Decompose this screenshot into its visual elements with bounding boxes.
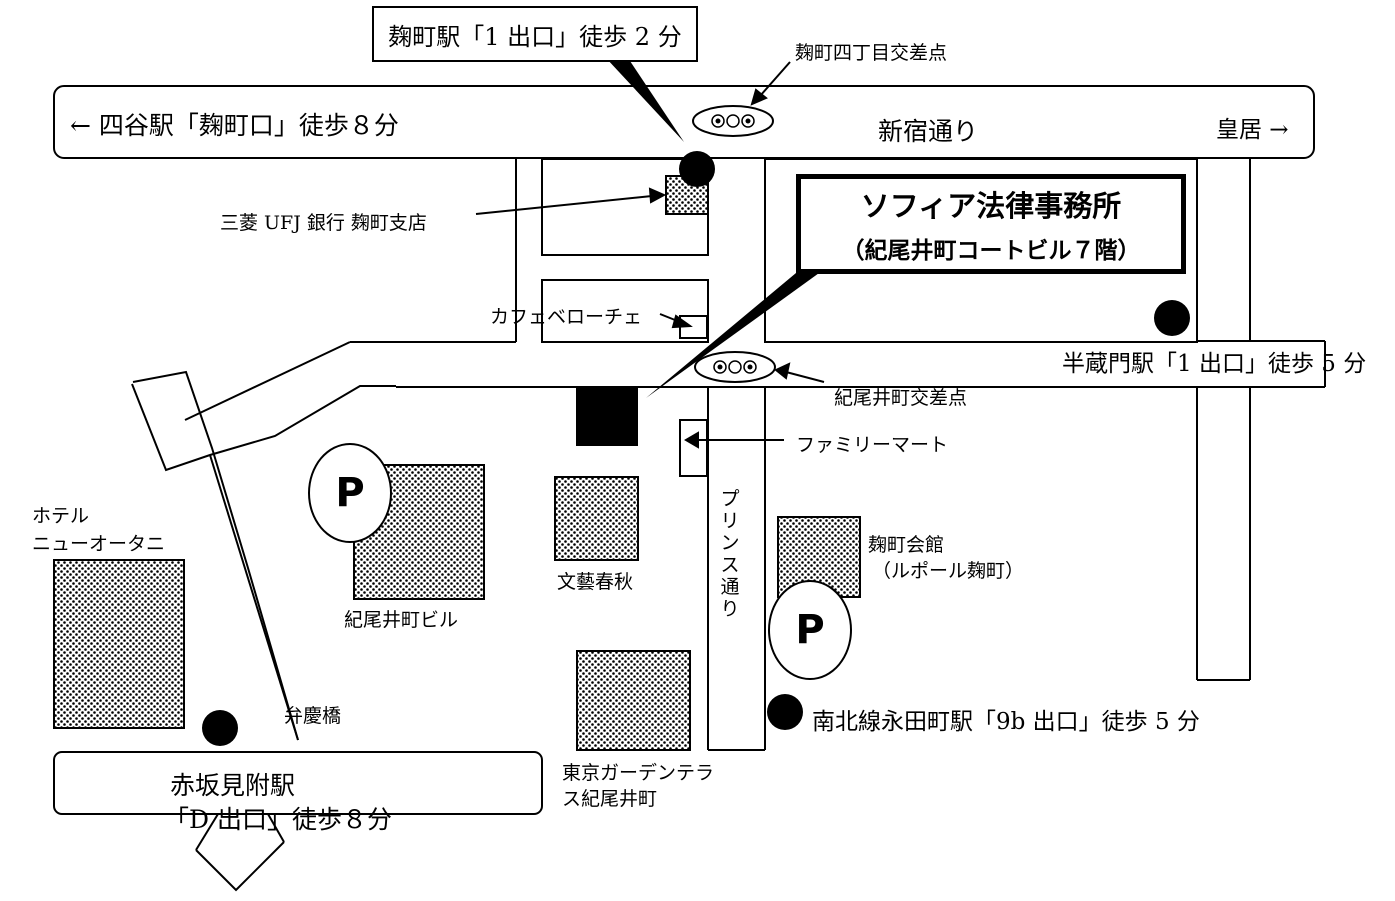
kojimachi-station-callout: 麹町駅「1 出口」徒歩 2 分 bbox=[372, 6, 698, 62]
hotel-label-line2: ニューオータニ bbox=[32, 533, 166, 555]
hanzomon-station-label: 半蔵門駅「1 出口」徒歩 5 分 bbox=[1062, 351, 1367, 377]
mufg-label: 三菱 UFJ 銀行 麹町支店 bbox=[220, 212, 427, 234]
nagatacho-exit-dot bbox=[767, 694, 803, 730]
office-name: ソフィア法律事務所 bbox=[860, 189, 1122, 223]
parking-icon-kojimachi-kaikan: P bbox=[768, 580, 852, 680]
bungei-shunju-label: 文藝春秋 bbox=[557, 571, 634, 593]
office-location-marker bbox=[576, 386, 638, 446]
benkei-bridge-label: 弁慶橋 bbox=[284, 705, 342, 727]
tokyo-garden-label-line2: ス紀尾井町 bbox=[562, 788, 658, 810]
akasaka-station-label: 赤坂見附駅 bbox=[170, 771, 296, 800]
kojimachi-station-label: 麹町駅「1 出口」徒歩 2 分 bbox=[388, 22, 682, 51]
cafe-veloce-label: カフェベローチェ bbox=[490, 306, 643, 328]
kojimachi-callout-tail bbox=[606, 58, 684, 142]
family-mart-shop bbox=[679, 419, 708, 477]
akasaka-exit-label: 「D 出口」徒歩８分 bbox=[164, 805, 392, 834]
family-mart-label: ファミリーマート bbox=[796, 434, 949, 456]
office-callout: ソフィア法律事務所 （紀尾井町コートビル７階） bbox=[796, 174, 1186, 274]
office-callout-tail bbox=[646, 268, 826, 398]
hotel-label-line1: ホテル bbox=[32, 505, 90, 527]
shinjuku-dori-label: 新宿通り bbox=[878, 117, 979, 146]
kioicho-intersection-label: 紀尾井町交差点 bbox=[834, 387, 968, 409]
kojimachi-kaikan-label: 麹町会館 bbox=[868, 534, 945, 556]
akasaka-exit-dot bbox=[202, 710, 238, 746]
bungei-shunju-building bbox=[554, 476, 639, 561]
tokyo-garden-label-line1: 東京ガーデンテラ bbox=[562, 762, 715, 784]
parking-icon-kioicho: P bbox=[308, 443, 392, 543]
imperial-palace-direction-label: 皇居 → bbox=[1216, 117, 1289, 143]
traffic-light-kojimachi4 bbox=[692, 105, 774, 137]
akasaka-road bbox=[53, 751, 543, 815]
traffic-light-kioicho bbox=[694, 351, 776, 383]
kojimachi-exit-dot bbox=[679, 151, 715, 187]
office-building: （紀尾井町コートビル７階） bbox=[841, 238, 1141, 264]
hotel-new-otani-building bbox=[53, 559, 185, 729]
yotsuya-direction-label: ← 四谷駅「麹町口」徒歩８分 bbox=[70, 111, 399, 140]
nagatacho-station-label: 南北線永田町駅「9b 出口」徒歩 5 分 bbox=[812, 709, 1200, 735]
prince-dori-label: プリンス通り bbox=[720, 488, 740, 620]
parking-icon-label: P bbox=[335, 470, 365, 516]
parking-icon-label: P bbox=[795, 607, 825, 653]
hanzomon-exit-dot bbox=[1154, 300, 1190, 336]
kioicho-building-label: 紀尾井町ビル bbox=[344, 609, 459, 631]
tokyo-garden-terrace-building bbox=[576, 650, 691, 751]
kojimachi-kaikan-sub-label: （ルポール麹町） bbox=[872, 560, 1025, 582]
kojimachi-4chome-intersection-label: 麹町四丁目交差点 bbox=[795, 42, 948, 64]
